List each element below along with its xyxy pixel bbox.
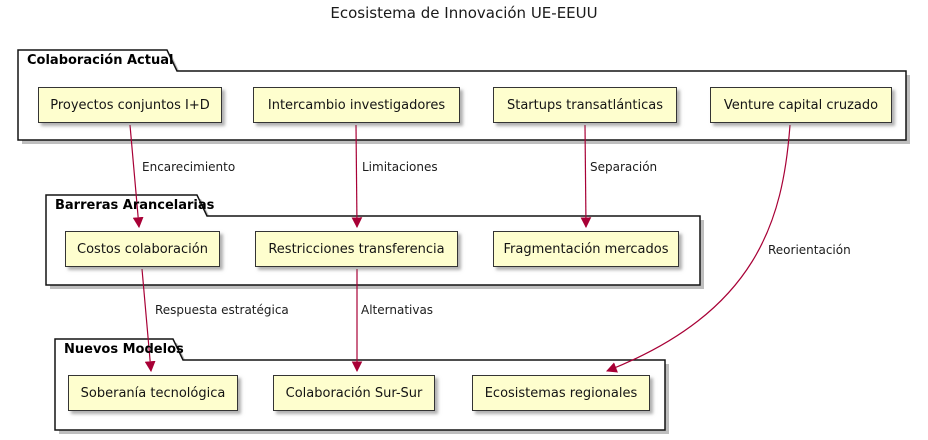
node-label: Startups transatlánticas (506, 97, 664, 113)
arrow-encarecimiento (129, 124, 144, 229)
node-label: Costos colaboración (77, 241, 208, 257)
node-label: Colaboración Sur-Sur (285, 385, 423, 401)
edge-label-alternativas: Alternativas (361, 303, 434, 317)
node-label: Fragmentación mercados (503, 241, 669, 257)
node-intercambio-investigadores: Intercambio investigadores (253, 87, 460, 123)
package-label-barreras-arancelarias: Barreras Arancelarias (55, 198, 215, 213)
node-label: Venture capital cruzado (723, 97, 879, 113)
node-ecosistemas-regionales: Ecosistemas regionales (472, 375, 650, 411)
edge-label-encarecimiento: Encarecimiento (142, 160, 236, 174)
node-label: Ecosistemas regionales (484, 385, 638, 401)
node-startups-transatlanticas: Startups transatlánticas (493, 87, 677, 123)
diagram-title: Ecosistema de Innovación UE-EEUU (330, 4, 598, 22)
arrow-limitaciones (351, 124, 363, 229)
node-costos-colaboracion: Costos colaboración (65, 231, 220, 267)
edge-label-limitaciones: Limitaciones (362, 160, 438, 174)
arrow-respuesta-estrategica (141, 268, 156, 373)
package-label-colaboracion-actual: Colaboración Actual (27, 53, 174, 68)
node-fragmentacion-mercados: Fragmentación mercados (493, 231, 679, 267)
node-label: Proyectos conjuntos I+D (50, 97, 210, 113)
edge-label-respuesta-estrategica: Respuesta estratégica (155, 303, 289, 317)
package-colaboracion-actual (17, 49, 907, 141)
node-venture-capital-cruzado: Venture capital cruzado (710, 87, 892, 123)
edge-label-separacion: Separación (590, 160, 658, 174)
node-label: Intercambio investigadores (267, 97, 446, 113)
node-proyectos-conjuntos: Proyectos conjuntos I+D (38, 87, 222, 123)
node-colaboracion-sur-sur: Colaboración Sur-Sur (273, 375, 435, 411)
arrow-separacion (580, 124, 592, 229)
node-restricciones-transferencia: Restricciones transferencia (255, 231, 458, 267)
node-label: Restricciones transferencia (268, 241, 445, 257)
package-label-nuevos-modelos: Nuevos Modelos (64, 342, 184, 357)
node-label: Soberanía tecnológica (80, 385, 226, 401)
node-soberania-tecnologica: Soberanía tecnológica (68, 375, 238, 411)
edge-label-reorientacion: Reorientación (768, 243, 851, 257)
arrow-reorientacion (605, 124, 791, 373)
